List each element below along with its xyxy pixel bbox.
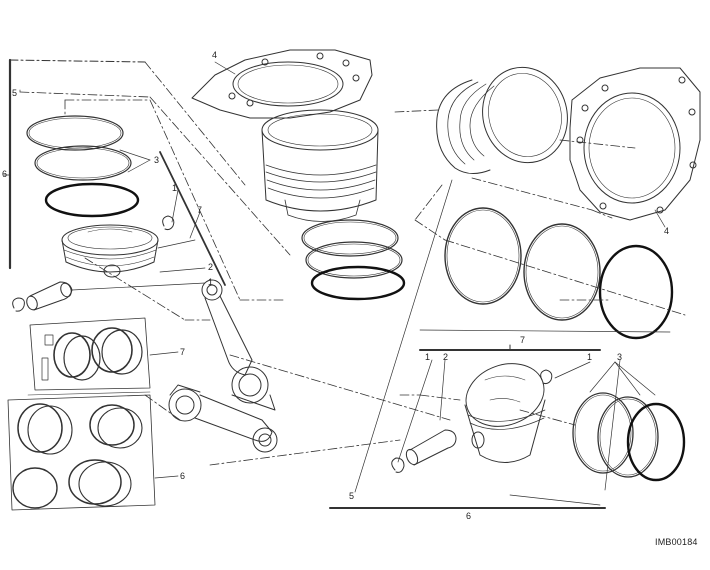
circlip-right-b [540, 369, 553, 385]
callout-7-left: 7 [197, 205, 203, 215]
callout-7-right: 7 [520, 335, 526, 345]
leader-lines-right [394, 109, 686, 426]
connecting-rod-lower [168, 384, 278, 453]
ring-kit-box-7 [27, 317, 179, 396]
line-7-left [159, 151, 226, 286]
callout-3-right: 3 [617, 352, 623, 362]
callout-6-right: 6 [466, 511, 472, 521]
wrist-pin-right [405, 429, 457, 466]
leader-lines-left [19, 61, 451, 466]
piston-left [61, 224, 159, 278]
callout-7-box: 7 [180, 347, 186, 357]
leaders-right [354, 179, 671, 506]
piston-rings-bottom-right [572, 392, 686, 482]
piston-rings-left [26, 115, 140, 218]
callout-3-left: 3 [154, 155, 160, 165]
callout-2-right: 2 [443, 352, 449, 362]
bracket-7-right [419, 344, 601, 351]
callout-1-right-a: 1 [425, 352, 431, 362]
callout-6-left: 6 [2, 169, 8, 179]
bracket-6-left [8, 58, 146, 270]
piston-rings-middle [301, 219, 406, 301]
circlip-left-a [12, 297, 25, 312]
callout-1-right-b: 1 [587, 352, 593, 362]
callout-4-top: 4 [212, 50, 218, 60]
callout-5-left: 5 [12, 88, 18, 98]
callout-6-box: 6 [180, 471, 186, 481]
callout-1-left-b: 1 [208, 277, 214, 287]
cylinder-middle [261, 109, 379, 222]
callout-4-right: 4 [664, 226, 670, 236]
piston-right [464, 363, 546, 463]
piston-rings-right [444, 207, 674, 340]
callout-2-left: 2 [208, 262, 214, 272]
leaders-left [3, 89, 206, 291]
diagram-code: IMB00184 [655, 537, 698, 547]
callout-1-left-a: 1 [172, 183, 178, 193]
cylinder-right [436, 66, 568, 174]
circlip-left-b [162, 215, 175, 231]
callout-5-right: 5 [349, 491, 355, 501]
circlip-right-a [391, 457, 405, 473]
wrist-pin-left [26, 281, 73, 311]
head-gasket-right [569, 67, 701, 228]
ring-kit-box-6 [7, 394, 179, 511]
connecting-rod-upper [201, 279, 276, 411]
head-gasket-top [191, 49, 373, 119]
